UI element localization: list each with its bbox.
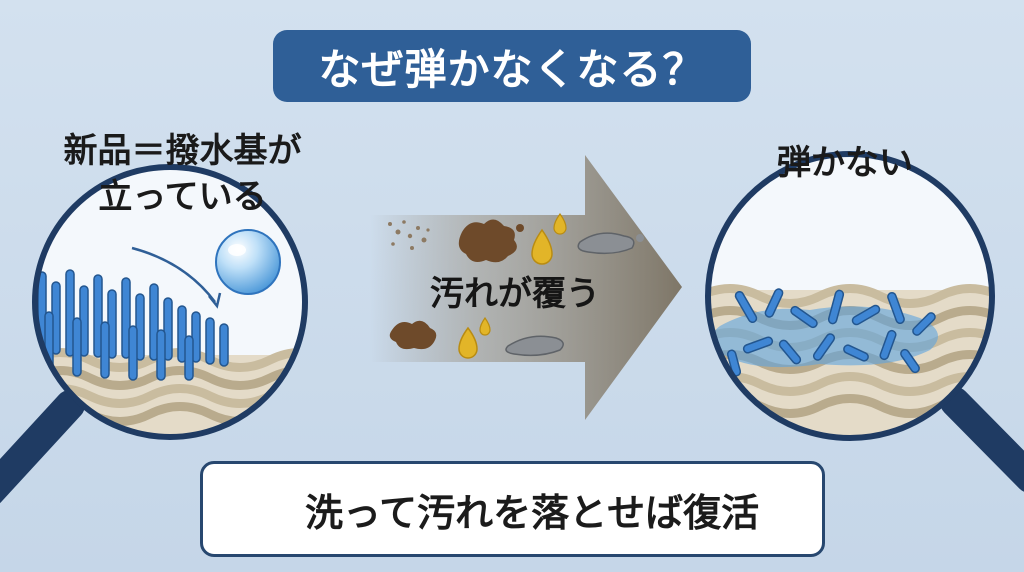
- oil-drop-icon: [531, 212, 567, 265]
- left-magnifier-handle: [0, 390, 85, 504]
- right-magnifier-handle: [940, 387, 1024, 492]
- repel-fail-label: 弾かない: [777, 143, 913, 183]
- new-state-label-line2: 立っている: [98, 177, 267, 217]
- dirt-particles: [388, 212, 644, 359]
- big-arrow: [370, 155, 682, 420]
- page-title: なぜ弾かなくなる？: [318, 44, 706, 94]
- arrow-label: 汚れが覆う: [430, 274, 600, 314]
- title-banner: なぜ弾かなくなる？: [273, 30, 751, 102]
- grease-smear-icon: [577, 232, 644, 255]
- new-state-label: 新品＝撥水基が 立っている: [30, 128, 335, 220]
- dust-icon: [388, 220, 430, 250]
- mud-stain-icon: [458, 219, 524, 263]
- broken-fibers: [726, 288, 936, 377]
- bounce-arrow: [131, 246, 222, 309]
- new-state-label-line1: 新品＝撥水基が: [63, 131, 302, 171]
- oil-drop-icon-2: [458, 316, 491, 359]
- water-drop: [215, 229, 281, 295]
- grease-smear-icon-2: [505, 335, 564, 357]
- tip-text: 洗って汚れを落とせば復活: [305, 491, 760, 535]
- mud-stain-icon-2: [389, 320, 437, 350]
- tip-box: [200, 461, 825, 557]
